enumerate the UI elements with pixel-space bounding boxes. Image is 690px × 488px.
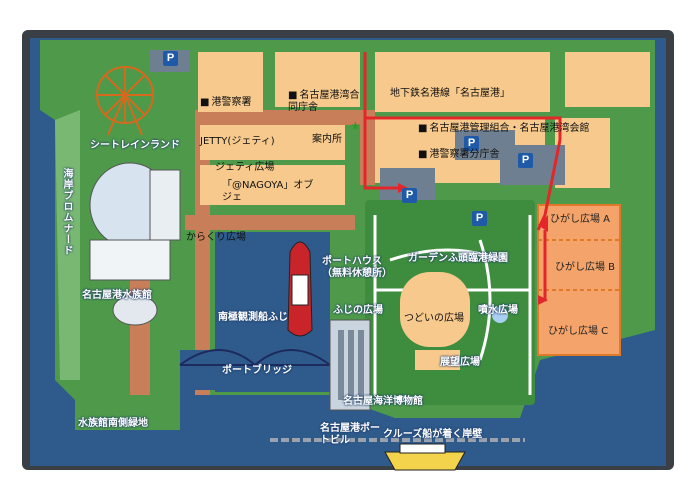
antarctic-ship-fuji [287,241,313,337]
coast-promenade-label: 海岸プロムナード [61,168,72,256]
tsudoi-square-label: つどいの広場 [404,313,464,324]
port-police-label: 港警察署 [200,97,251,109]
police-branch-label: 港警察署分庁舎 [418,149,499,161]
nagoya-object-label: 「@NAGOYA」オブジェ [222,180,314,203]
karakuri-label: からくり広場 [186,232,246,243]
parking-icon: P [464,136,479,151]
ferris-wheel [96,66,154,136]
parking-icon: P [163,51,178,66]
cruise-ship [384,443,466,471]
subway-line-label: 地下鉄名港線「名古屋港」 [390,88,510,99]
harbor-association-label: 名古屋港管理組合・名古屋港湾会館 [418,123,589,135]
east-square-b-label: ひがし広場 B [555,262,616,273]
garden-park-label: ガーデンふ頭臨港緑園 [408,253,508,264]
port-bridge-label: ポートブリッジ [222,365,292,376]
coast-promenade [55,110,80,380]
east-square-c-label: ひがし広場 C [548,326,609,337]
parking-icon: P [402,188,417,203]
info-center-label: 案内所 [312,134,342,145]
east-square-a-label: ひがし広場 A [550,214,611,225]
aquarium-building [89,162,181,326]
info-star-icon: ★ [350,119,361,133]
observation-square-area [415,350,460,370]
harbor-office-label: 名古屋港湾合同庁舎 [288,90,368,114]
fuji-square-label: ふじの広場 [333,305,383,316]
east-square-area [537,204,621,356]
harbor-canal [180,350,215,390]
antarctic-ship-label: 南極観測船ふじ [218,312,288,323]
port-house-label: ポートハウス（無料休憩所） [322,256,392,279]
port-building [329,319,371,411]
tsudoi-square-area [400,272,470,347]
park-paths [373,215,532,395]
parking-icon: P [472,211,487,226]
sea-train-land-label: シートレインランド [90,140,180,151]
cruise-pier-label: クルーズ船が着く岸壁 [383,429,483,440]
jetty-square-label: ジェティ広場 [215,162,275,173]
observation-square-label: 展望広場 [440,357,480,368]
south-green-label: 水族館南側緑地 [78,418,148,429]
parking-icon: P [518,153,533,168]
fountain-area [492,307,508,323]
fountain-square-label: 噴水広場 [478,305,518,316]
jetty-label: JETTY(ジェティ) [200,136,275,147]
port-building-label: 名古屋港ポートビル [320,423,380,446]
aquarium-label: 名古屋港水族館 [82,290,152,301]
maritime-museum-label: 名古屋海洋博物館 [343,396,423,407]
